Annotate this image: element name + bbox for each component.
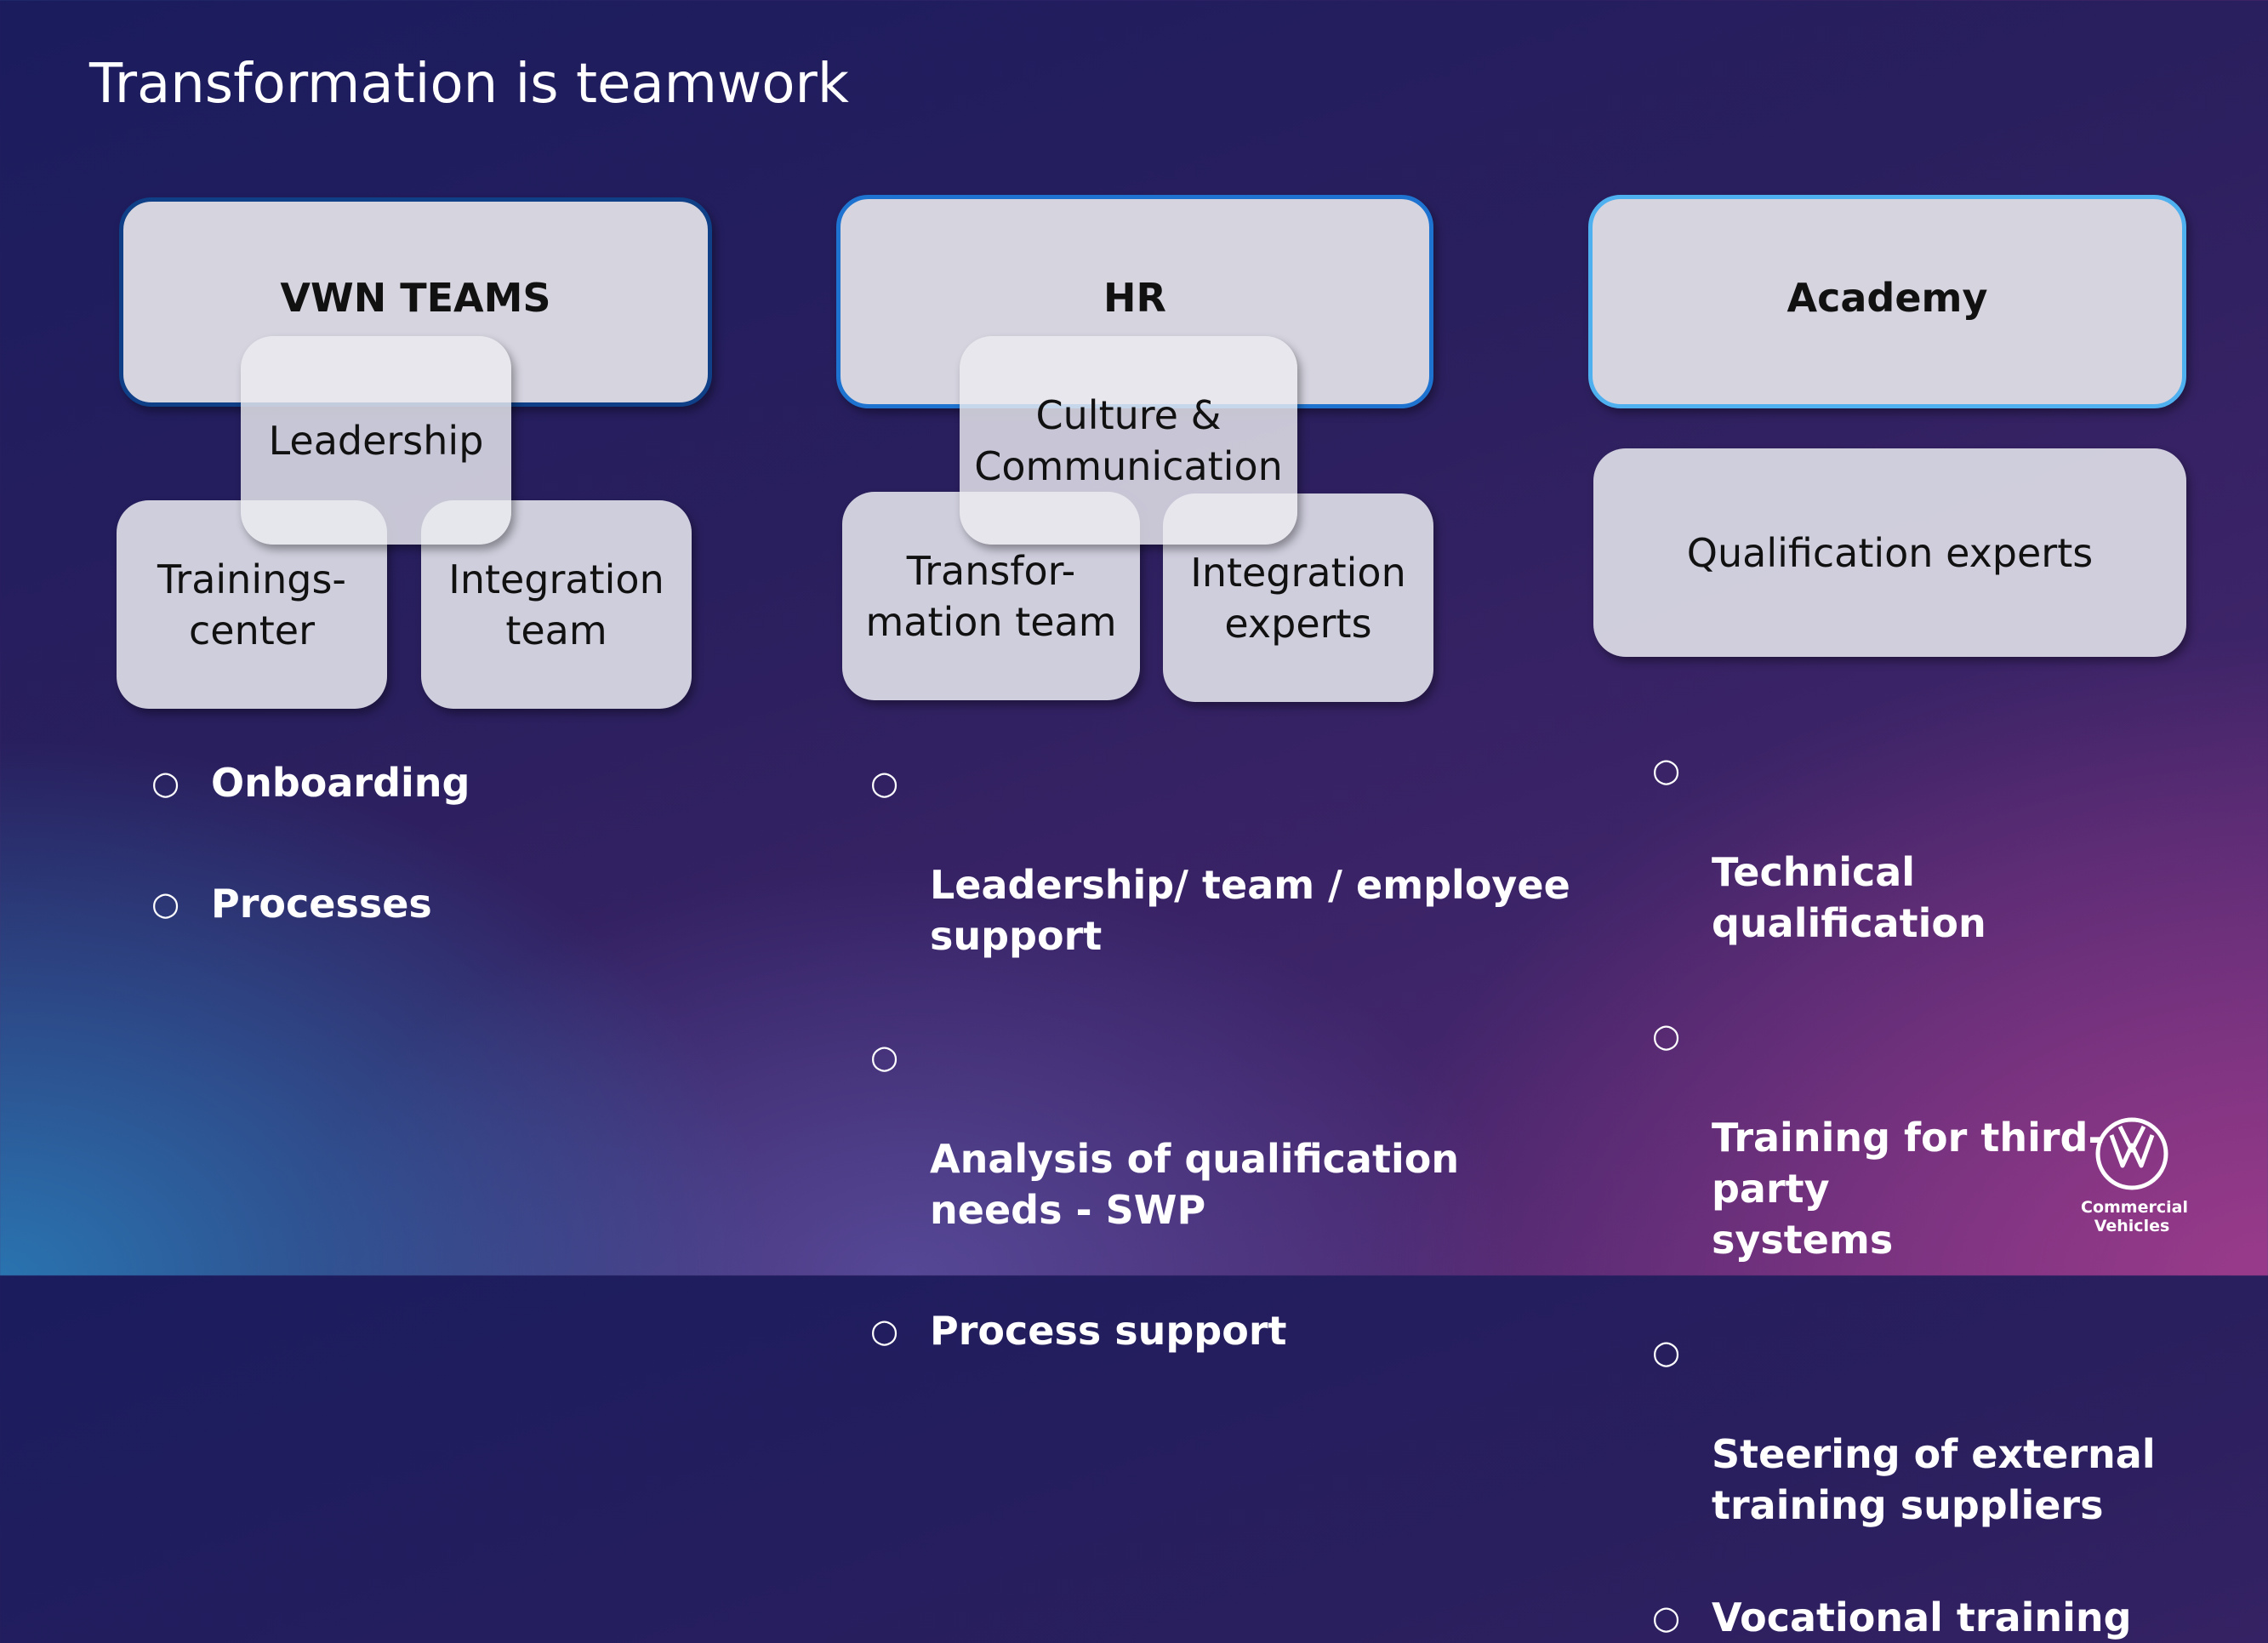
logo-line2: Vehicles	[2094, 1217, 2170, 1235]
bullet-circle-icon: ○	[1652, 1599, 1681, 1636]
vw-logo-icon	[2095, 1117, 2168, 1190]
vw-logo: Commercial Vehicles	[2081, 1116, 2188, 1235]
culture-communication-label: Culture & Communication	[974, 391, 1283, 489]
list-item: ○ Processes	[151, 878, 832, 929]
bullet-circle-icon: ○	[1652, 1333, 1681, 1371]
hr-label: HR	[1103, 274, 1166, 321]
list-item: ○ Steering of external training supplier…	[1652, 1326, 2197, 1531]
bullet-circle-icon: ○	[1652, 751, 1681, 789]
page-title: Transformation is teamwork	[89, 53, 849, 116]
bullet-circle-icon: ○	[870, 1038, 899, 1075]
leadership-box: Leadership	[241, 336, 511, 545]
culture-communication-box: Culture & Communication	[960, 336, 1297, 545]
leadership-label: Leadership	[268, 417, 484, 464]
trainings-center-label: Trainings- center	[157, 556, 347, 653]
bullet-circle-icon: ○	[1652, 1017, 1681, 1054]
list-item: ○ Onboarding	[151, 757, 832, 808]
vwn-teams-label: VWN TEAMS	[280, 275, 551, 321]
logo-line1: Commercial	[2081, 1198, 2188, 1217]
bullet-circle-icon: ○	[870, 1312, 899, 1349]
transformation-team-label: Transfor- mation team	[865, 547, 1117, 645]
bullet-circle-icon: ○	[151, 764, 180, 802]
list-item: ○ Process support	[870, 1305, 1576, 1356]
bullet-circle-icon: ○	[151, 885, 180, 922]
integration-team-label: Integration team	[448, 556, 664, 653]
hr-bullets: ○ Leadership/ team / employee support ○ …	[870, 757, 1576, 1356]
list-item: ○ Leadership/ team / employee support	[870, 757, 1576, 961]
qualification-experts-label: Qualification experts	[1686, 529, 2094, 576]
vwn-bullets: ○ Onboarding ○ Processes	[151, 757, 832, 929]
academy-label: Academy	[1786, 274, 1988, 321]
academy-header: Academy	[1588, 195, 2186, 408]
list-item: ○ Analysis of qualification needs - SWP	[870, 1031, 1576, 1235]
integration-experts-label: Integration experts	[1190, 549, 1406, 647]
list-item: ○ Technical qualification	[1652, 744, 2197, 949]
bullet-circle-icon: ○	[870, 764, 899, 802]
list-item: ○ Vocational training	[1652, 1592, 2197, 1643]
list-item: ○ Training for third-party systems	[1652, 1010, 2197, 1265]
qualification-experts-box: Qualification experts	[1593, 448, 2186, 657]
